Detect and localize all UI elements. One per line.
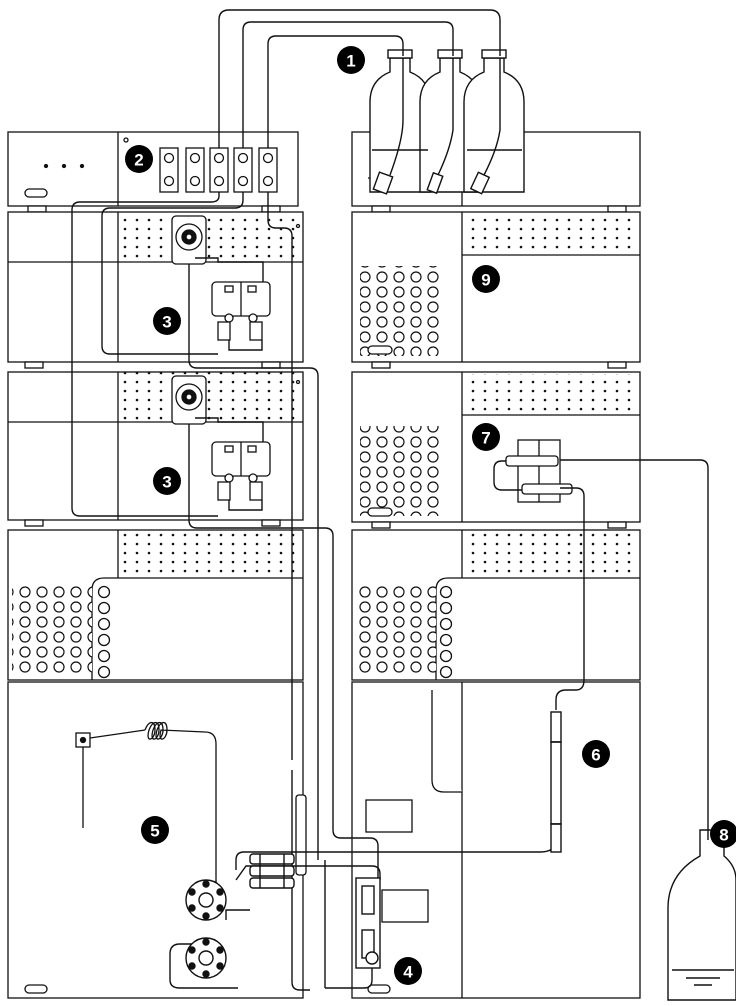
- detector-module-9: [352, 212, 640, 368]
- callout-5: 5: [141, 816, 169, 844]
- pump-module-b: [8, 372, 303, 526]
- callout-7: 7: [472, 423, 500, 451]
- callout-4: 4: [394, 957, 422, 985]
- callout-9-label: 9: [481, 271, 490, 290]
- callout-3b-label: 3: [162, 473, 171, 492]
- pump-module-a: [8, 212, 303, 368]
- column-compartment: [352, 682, 640, 998]
- injection-valve-icon: [186, 938, 226, 978]
- injection-valve-icon: [186, 880, 226, 920]
- waste-bottle-icon: [668, 830, 736, 1000]
- callout-2-label: 2: [134, 151, 143, 170]
- autosampler-panel: [8, 530, 303, 680]
- callout-7-label: 7: [481, 429, 490, 448]
- solvent-bottles: [370, 50, 524, 194]
- degasser-ports: [160, 148, 277, 192]
- callout-4-label: 4: [403, 963, 413, 982]
- callout-1: 1: [337, 46, 365, 74]
- callout-3a: 3: [153, 307, 181, 335]
- callout-2: 2: [125, 145, 153, 173]
- callout-6-label: 6: [591, 746, 600, 765]
- callout-6: 6: [582, 740, 610, 768]
- callout-8-label: 8: [719, 826, 728, 845]
- degasser-module: [8, 132, 298, 212]
- callout-3b: 3: [153, 467, 181, 495]
- callout-9: 9: [472, 265, 500, 293]
- callout-3a-label: 3: [162, 313, 171, 332]
- callout-5-label: 5: [150, 822, 159, 841]
- detector-panel: [352, 530, 640, 680]
- column-oven-module-7: [352, 372, 640, 528]
- callout-1-label: 1: [346, 52, 355, 71]
- column-icon: [551, 712, 561, 852]
